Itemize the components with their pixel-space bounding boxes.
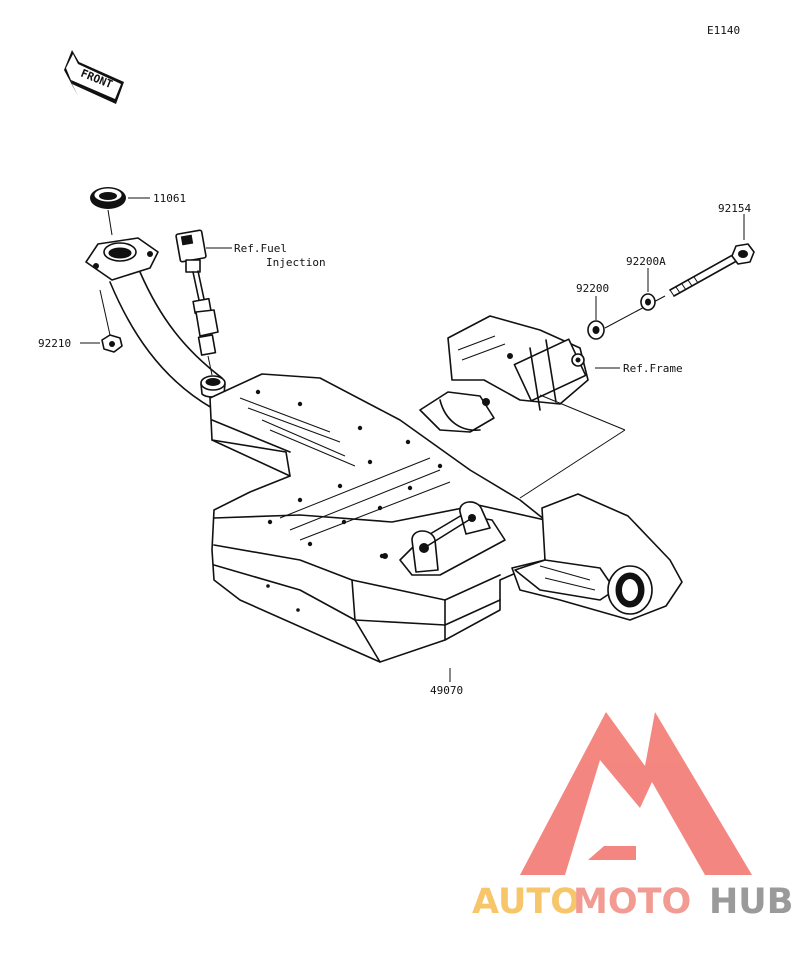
automotohub-wordmark: AUTO MOTO HUB — [472, 882, 793, 922]
leader-bolt-axis — [604, 295, 666, 329]
part-label-92200a: 92200A — [626, 255, 666, 268]
part-label-92154: 92154 — [718, 202, 751, 215]
nut-part — [101, 334, 123, 353]
frame-bracket-part — [419, 315, 589, 433]
front-arrow-icon: FRONT — [64, 50, 124, 104]
ref-frame: Ref.Frame — [623, 362, 683, 375]
leader-frame-to-bracket-1 — [539, 394, 626, 431]
leader-sensor-to-boss — [207, 355, 213, 376]
wordmark-auto: AUTO — [472, 882, 580, 922]
part-label-92200: 92200 — [576, 282, 609, 295]
wordmark-moto: MOTO — [573, 882, 691, 922]
washer-92200-part — [587, 320, 605, 340]
wordmark-hub: HUB — [709, 882, 793, 922]
washer-92200a-part — [640, 293, 656, 311]
part-label-11061: 11061 — [153, 192, 186, 205]
gasket-part — [90, 187, 126, 209]
leader-frame-to-bracket-2 — [519, 429, 626, 499]
leader-flange-to-nut — [99, 289, 111, 336]
tailpipe-part — [511, 493, 683, 621]
header-pipe-part — [85, 237, 223, 409]
sensor-boss-part — [200, 375, 226, 398]
leader-gasket-to-flange — [107, 209, 113, 236]
automotohub-logo — [520, 712, 752, 875]
diagram-code: E1140 — [707, 24, 740, 37]
part-label-92210: 92210 — [38, 337, 71, 350]
bolt-part — [669, 243, 755, 297]
ref-fuel-injection-line2: Injection — [266, 256, 326, 269]
ref-fuel-injection-line1: Ref.Fuel — [234, 242, 287, 255]
oxygen-sensor-part — [175, 229, 219, 356]
muffler-part — [209, 373, 546, 663]
part-label-49070: 49070 — [430, 684, 463, 697]
